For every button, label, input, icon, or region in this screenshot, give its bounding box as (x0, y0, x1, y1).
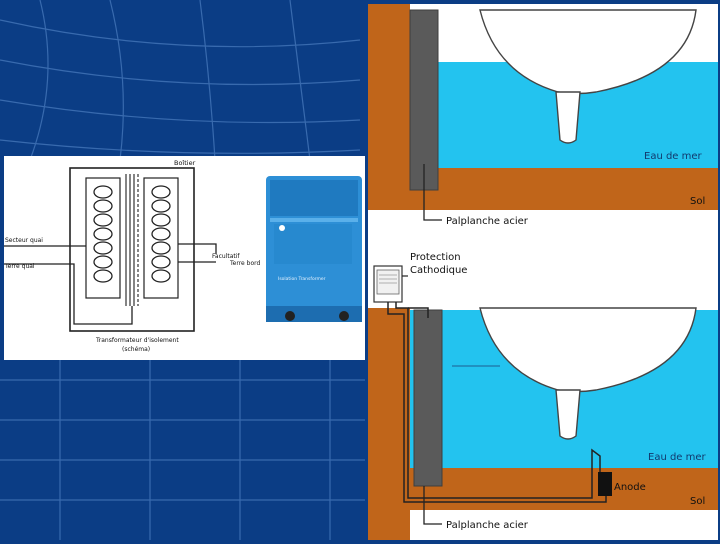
cathodic-protection-unit (374, 266, 402, 302)
brand-logo-icon (279, 225, 285, 231)
terre-bord-label: Terre bord (229, 260, 260, 267)
secondary-coil (152, 186, 170, 282)
facultatif-label: Facultatif (212, 253, 240, 260)
boat-keel (556, 390, 580, 439)
secteur-quai-label: Secteur quai (5, 237, 43, 244)
caption-line1: Transformateur d'isolement (95, 337, 179, 344)
anode-label: Anode (614, 482, 646, 493)
sheet-pile (410, 10, 438, 190)
bottom-diagram: Palplanche acier Protection Cathodique (368, 210, 718, 540)
cable-gland-icon (339, 311, 349, 321)
sea-floor-soil (410, 468, 718, 510)
protection-label-line2: Cathodique (410, 265, 467, 276)
bottom-sheet-pile-label: Palplanche acier (446, 520, 529, 531)
boitier-label: Boîtier (174, 159, 196, 167)
sheet-pile (414, 310, 442, 486)
sea-floor-soil (410, 168, 718, 210)
top-diagram-panel: Eau de mer Sol (368, 4, 718, 210)
left-bank-soil (368, 4, 410, 210)
anode-block (598, 472, 612, 496)
transformer-schematic: Boîtier (4, 156, 365, 360)
boat-keel (556, 92, 580, 143)
protection-label-line1: Protection (410, 252, 461, 263)
terre-quai-label: Terre quai (4, 263, 35, 270)
top-diagram: Eau de mer Sol (368, 4, 718, 210)
bottom-diagram-panel: Palplanche acier Protection Cathodique (368, 210, 718, 540)
soil-label: Sol (690, 196, 705, 207)
primary-coil (94, 186, 112, 282)
caption-line2: (schéma) (122, 346, 150, 353)
transformer-panel: Boîtier (4, 156, 365, 360)
top-sheet-pile-label: Palplanche acier (446, 216, 529, 227)
soil-label: Sol (690, 496, 705, 507)
water-label: Eau de mer (648, 452, 707, 463)
device-label: Isolation Transformer (278, 276, 326, 282)
water-label: Eau de mer (644, 151, 703, 162)
isolation-transformer-device: Isolation Transformer (266, 176, 362, 322)
cable-gland-icon (285, 311, 295, 321)
